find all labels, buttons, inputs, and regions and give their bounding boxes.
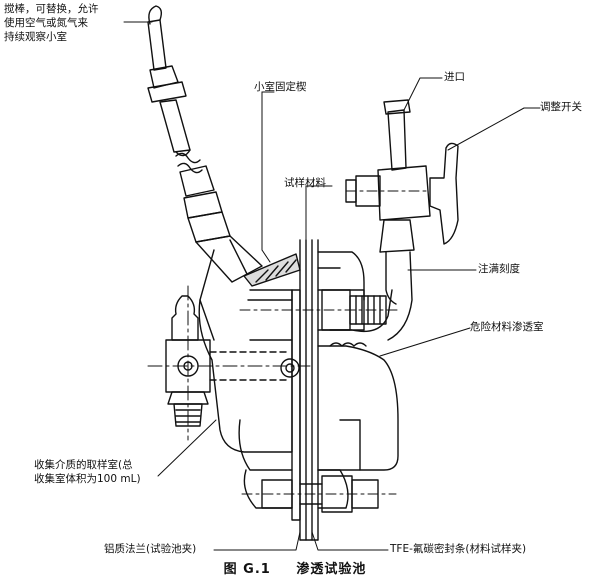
- sample-material-membrane: [299, 185, 319, 541]
- chamber-fixing-wedge-label: 小室固定楔: [254, 81, 307, 93]
- aluminum-flange-label: 铝质法兰(试验池夹): [104, 543, 197, 555]
- left-cell-body: [198, 289, 301, 521]
- stirrer-rod: [147, 5, 263, 341]
- flange-bolts: [239, 289, 401, 513]
- graduation-label: 注满刻度: [478, 263, 520, 275]
- figure-caption-number: 图 G.1: [223, 562, 271, 577]
- adjust-switch-label: 调整开关: [540, 101, 582, 113]
- stirrer-label: 搅棒，可替换，允许 使用空气或氮气来 持续观察小室: [4, 2, 99, 44]
- right-cell-body: [317, 251, 399, 509]
- leader-lines: [123, 21, 541, 551]
- inlet-stopcock: [345, 99, 459, 341]
- side-sampling-fitting: [147, 285, 311, 441]
- figure-caption: 图 G.1 渗透试验池: [0, 558, 590, 577]
- hazard-chamber-label: 危险材料渗透室: [470, 321, 544, 333]
- collection-chamber-label-line-1: 收集介质的取样室(总: [34, 459, 133, 471]
- stirrer-label-line-2: 使用空气或氮气来: [4, 17, 88, 29]
- figure-caption-title: 渗透试验池: [296, 562, 367, 577]
- stirrer-label-line-1: 搅棒，可替换，允许: [4, 3, 99, 15]
- collection-chamber-label: 收集介质的取样室(总 收集室体积为100 mL): [34, 458, 141, 486]
- inlet-label: 进口: [444, 71, 465, 83]
- sample-material-label: 试样材料: [284, 177, 326, 189]
- collection-chamber-label-line-2: 收集室体积为100 mL): [34, 473, 141, 485]
- tfe-gasket-label: TFE-氟碳密封条(材料试样夹): [390, 543, 527, 555]
- stirrer-label-line-3: 持续观察小室: [4, 31, 67, 43]
